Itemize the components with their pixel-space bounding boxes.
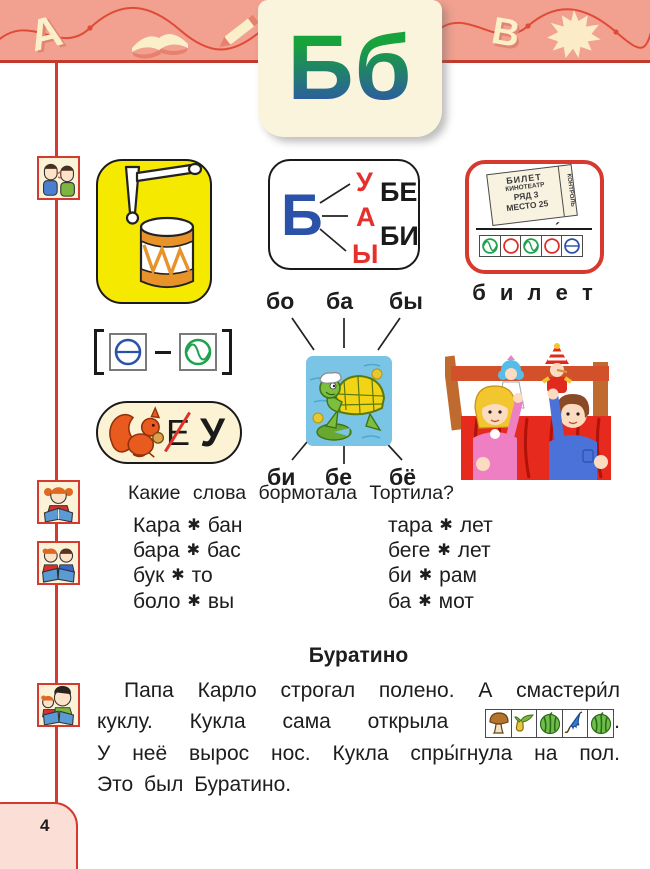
diagram-vowel-u: У	[356, 167, 373, 197]
story-line: Это был Буратино.	[97, 772, 292, 796]
hard-soft-scheme	[94, 329, 234, 375]
word-row: Кара✱бан	[133, 514, 243, 537]
soft-consonant-icon	[179, 333, 217, 371]
left-bracket	[94, 329, 104, 375]
syllable-bo: бо	[266, 288, 295, 314]
puppet-theater-illustration	[445, 343, 611, 480]
buratino-puppet	[541, 343, 573, 393]
vowel-icon	[499, 235, 522, 257]
syllable-be: бе	[325, 464, 352, 490]
dash	[155, 350, 171, 354]
word-row: боло✱вы	[133, 589, 235, 613]
ticket-word-card: БИЛЕТ КИНОТЕАТР РЯД 3 МЕСТО 25 КОНТРОЛЬ …	[465, 160, 604, 274]
story-text: Папа Карло строгал полено. А смастери́л …	[97, 675, 620, 800]
asterisk-gap: ✱	[437, 542, 451, 560]
lesson-letter-card: Бб	[258, 0, 442, 137]
asterisk-gap: ✱	[418, 592, 432, 610]
word-row: бара✱бас	[133, 539, 241, 563]
word-row: бук✱то	[133, 564, 213, 588]
asterisk-gap: ✱	[187, 517, 201, 534]
maple-leaf-icon	[547, 9, 601, 58]
page-number-tab: 4	[0, 802, 78, 869]
syllable-by: бы	[389, 288, 423, 314]
turtle-tortila-illustration	[306, 356, 392, 446]
crossed-letter: Е	[166, 411, 191, 453]
squirrel-icon	[109, 405, 164, 458]
word-row: ба✱мот	[388, 589, 474, 613]
story-line: Папа Карло строгал полено. А смастери́л	[124, 679, 620, 702]
word-row: би✱рам	[388, 564, 477, 588]
watermelon-icon	[587, 708, 615, 738]
rebus-word-pictures	[485, 708, 615, 738]
syllable-lines	[291, 317, 403, 464]
asterisk-gap: ✱	[171, 567, 185, 585]
story-line: куклу. Кукла сама открыла .	[97, 706, 620, 738]
word-puzzle-column-left: Кара✱бан бара✱бас бук✱то боло✱вы	[133, 514, 243, 615]
soft-consonant-icon	[520, 235, 542, 257]
drum-letter-card	[96, 159, 212, 304]
hard-consonant-icon	[109, 333, 147, 371]
sound-scheme-row	[479, 235, 583, 257]
ticket-caption-word: б и л е т	[472, 280, 597, 305]
asterisk-gap: ✱	[418, 567, 433, 585]
reading-pair-icon	[37, 541, 80, 585]
umbrella-icon	[561, 708, 589, 738]
onion-icon	[510, 708, 538, 738]
reading-girl-icon	[37, 480, 80, 524]
stressed-vowel-icon	[540, 235, 563, 257]
ticket-control-stub: КОНТРОЛЬ	[557, 165, 577, 217]
replacement-letter: У	[200, 410, 225, 455]
story-line: У неё вырос нос. Кукла спры́гнула на пол…	[97, 741, 620, 765]
ticket-text: БИЛЕТ КИНОТЕАТР РЯД 3 МЕСТО 25	[505, 171, 549, 214]
girl-with-puppet	[473, 385, 523, 480]
right-bracket	[222, 329, 232, 375]
hard-consonant-icon	[561, 235, 583, 257]
exercise-question: Какие слова бормотала Тортила?	[128, 482, 454, 504]
syllable-bi: би	[267, 464, 296, 490]
letter-merge-diagram: Б У А Ы БЕ БИ	[268, 159, 420, 270]
mushroom-icon	[485, 708, 513, 738]
syllable-ba: ба	[326, 288, 353, 314]
story-title: Буратино	[308, 644, 409, 667]
diagram-consonant: Б	[281, 183, 323, 248]
lesson-letters: Бб	[258, 0, 442, 137]
diagram-lines	[319, 183, 351, 252]
cinema-ticket: БИЛЕТ КИНОТЕАТР РЯД 3 МЕСТО 25 КОНТРОЛЬ	[486, 163, 578, 227]
margin-rule	[55, 62, 58, 803]
stress-mark: ´	[555, 220, 560, 237]
diagram-vowel-a: А	[356, 202, 376, 232]
speaking-listening-icon	[37, 156, 80, 200]
drum-icon	[124, 162, 202, 289]
turtle-syllable-cluster: бо ба бы би бе бё	[252, 288, 448, 490]
pencil-icon	[219, 14, 259, 48]
boy-with-puppet	[547, 388, 608, 480]
word-row: тара✱лет	[388, 514, 493, 537]
diagram-syllable-be: БЕ	[380, 177, 418, 207]
watermelon-icon	[536, 708, 564, 738]
page-number: 4	[40, 816, 50, 835]
open-book-icon	[132, 34, 188, 59]
soft-consonant-icon	[479, 235, 501, 257]
diagram-vowel-y: Ы	[352, 239, 379, 269]
diagram-syllable-bi: БИ	[380, 221, 419, 251]
ticket-divider	[476, 228, 592, 230]
squirrel-letter-swap-card: Е У	[96, 401, 242, 464]
syllable-byo: бё	[389, 464, 416, 490]
asterisk-gap: ✱	[439, 517, 453, 534]
reading-with-adult-icon	[37, 683, 80, 727]
wavy-string-decoration	[0, 6, 650, 51]
asterisk-gap: ✱	[186, 542, 200, 560]
word-puzzle-column-right: тара✱лет беге✱лет би✱рам ба✱мот	[388, 514, 493, 615]
asterisk-gap: ✱	[187, 592, 201, 610]
word-row: беге✱лет	[388, 539, 491, 563]
